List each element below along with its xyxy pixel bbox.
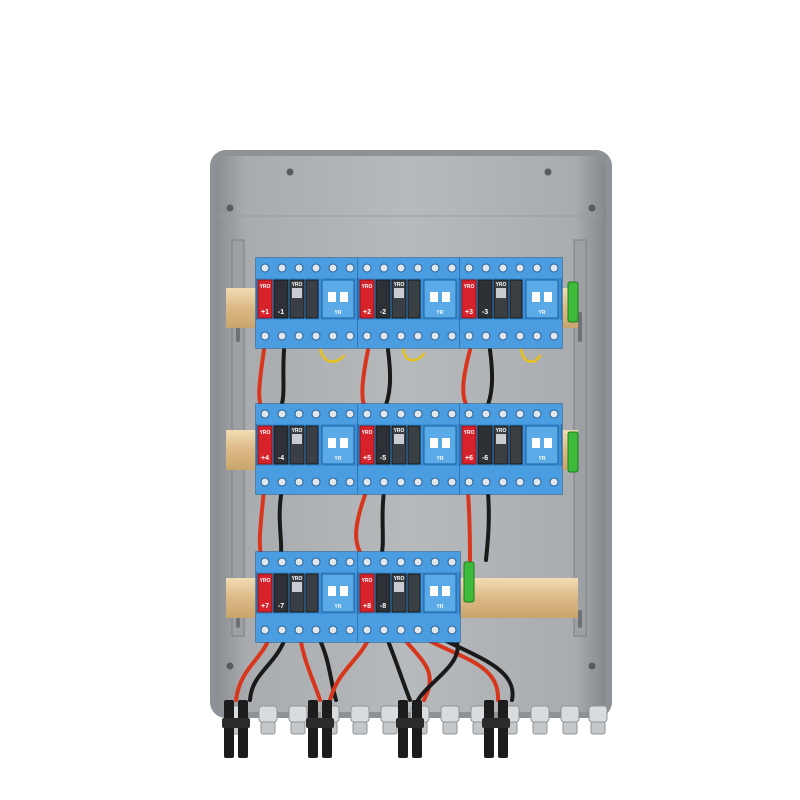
brand-mark: YRO bbox=[362, 284, 373, 290]
breaker-module: +3 -3 YRO YRO YR bbox=[459, 257, 563, 349]
brand-mark: YR bbox=[437, 456, 444, 462]
screw bbox=[588, 662, 596, 670]
brand-mark: YR bbox=[335, 310, 342, 316]
breaker-module: +2 -2 YRO YRO YR bbox=[357, 257, 461, 349]
ground-terminal bbox=[567, 431, 579, 473]
brand-mark: YRO bbox=[496, 282, 507, 288]
screw bbox=[286, 168, 294, 176]
screw bbox=[226, 662, 234, 670]
module-negative-label: -7 bbox=[278, 603, 284, 610]
mc4-connector bbox=[498, 700, 508, 758]
brand-mark: YR bbox=[335, 604, 342, 610]
brand-mark: YRO bbox=[292, 428, 303, 434]
brand-mark: YRO bbox=[260, 284, 271, 290]
module-positive-label: +2 bbox=[363, 309, 371, 316]
breaker-module: +8 -8 YRO YRO YR bbox=[357, 551, 461, 643]
module-negative-label: -1 bbox=[278, 309, 284, 316]
cable-gland bbox=[530, 705, 550, 723]
cable-gland bbox=[560, 705, 580, 723]
module-positive-label: +4 bbox=[261, 455, 269, 462]
module-negative-label: -5 bbox=[380, 455, 386, 462]
brand-mark: YRO bbox=[394, 282, 405, 288]
mc4-connector bbox=[412, 700, 422, 758]
cable-gland bbox=[258, 705, 278, 723]
breaker-module: +4 -4 YRO YRO YR bbox=[255, 403, 359, 495]
cable-gland bbox=[288, 705, 308, 723]
module-positive-label: +7 bbox=[261, 603, 269, 610]
screw bbox=[226, 204, 234, 212]
mc4-connector bbox=[322, 700, 332, 758]
brand-mark: YRO bbox=[292, 576, 303, 582]
module-negative-label: -4 bbox=[278, 455, 284, 462]
brand-mark: YRO bbox=[260, 578, 271, 584]
breaker-module: +7 -7 YRO YRO YR bbox=[255, 551, 359, 643]
module-positive-label: +5 bbox=[363, 455, 371, 462]
module-positive-label: +1 bbox=[261, 309, 269, 316]
mc4-connector bbox=[484, 700, 494, 758]
cable-gland bbox=[440, 705, 460, 723]
cable-gland bbox=[588, 705, 608, 723]
breaker-module: +5 -5 YRO YRO YR bbox=[357, 403, 461, 495]
brand-mark: YRO bbox=[394, 576, 405, 582]
breaker-module: +1 -1 YRO YRO YR bbox=[255, 257, 359, 349]
module-negative-label: -3 bbox=[482, 309, 488, 316]
module-negative-label: -8 bbox=[380, 603, 386, 610]
brand-mark: YR bbox=[437, 604, 444, 610]
brand-mark: YR bbox=[437, 310, 444, 316]
brand-mark: YRO bbox=[464, 430, 475, 436]
mc4-connector bbox=[308, 700, 318, 758]
brand-mark: YRO bbox=[394, 428, 405, 434]
brand-mark: YRO bbox=[362, 578, 373, 584]
screw bbox=[544, 168, 552, 176]
cable-gland bbox=[350, 705, 370, 723]
screw bbox=[588, 204, 596, 212]
brand-mark: YRO bbox=[260, 430, 271, 436]
brand-mark: YR bbox=[539, 310, 546, 316]
brand-mark: YRO bbox=[496, 428, 507, 434]
mc4-connector bbox=[398, 700, 408, 758]
breaker-module: +6 -6 YRO YRO YR bbox=[459, 403, 563, 495]
module-negative-label: -6 bbox=[482, 455, 488, 462]
brand-mark: YRO bbox=[464, 284, 475, 290]
brand-mark: YRO bbox=[362, 430, 373, 436]
module-positive-label: +6 bbox=[465, 455, 473, 462]
module-positive-label: +3 bbox=[465, 309, 473, 316]
cable-glands bbox=[222, 700, 608, 758]
ground-terminal bbox=[567, 281, 579, 323]
mc4-connector bbox=[224, 700, 234, 758]
brand-mark: YR bbox=[335, 456, 342, 462]
mc4-connector bbox=[238, 700, 248, 758]
ground-terminal bbox=[463, 561, 475, 603]
module-positive-label: +8 bbox=[363, 603, 371, 610]
module-negative-label: -2 bbox=[380, 309, 386, 316]
brand-mark: YR bbox=[539, 456, 546, 462]
brand-mark: YRO bbox=[292, 282, 303, 288]
